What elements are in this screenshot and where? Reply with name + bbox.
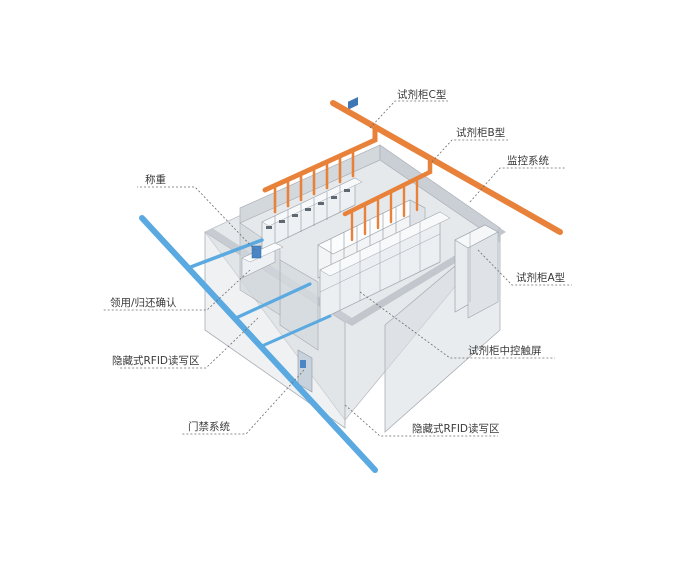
label-cabinet-c: 试剂柜C型 (397, 88, 446, 101)
leader-rfid-left (118, 317, 259, 369)
air-pipes (139, 215, 378, 473)
label-rfid-bottom: 隐藏式RFID读写区 (412, 422, 500, 435)
label-monitoring: 监控系统 (507, 154, 549, 167)
leader-cabinet-c (369, 100, 448, 129)
label-access-control: 门禁系统 (188, 420, 230, 433)
label-weighing: 称重 (145, 173, 166, 186)
label-rfid-left: 隐藏式RFID读写区 (112, 354, 200, 367)
label-cabinet-b: 试剂柜B型 (456, 126, 505, 139)
cabinet-row-c (261, 177, 363, 251)
door (297, 349, 313, 393)
leader-rfid-bottom (344, 404, 498, 437)
label-cabinet-a: 试剂柜A型 (516, 271, 565, 284)
cabinet-row-front (319, 97, 451, 321)
leader-cabinet-b (431, 139, 508, 163)
leader-monitoring (469, 167, 565, 203)
exhaust-pipes (262, 100, 563, 242)
cabinet-touchscreen (348, 97, 358, 110)
leader-access-control (182, 369, 305, 435)
label-touchscreen: 试剂柜中控触屏 (468, 344, 542, 357)
leader-cabinet-a (477, 249, 572, 286)
cabinet-a (454, 224, 499, 319)
leader-borrow-return (103, 269, 251, 311)
leader-touchscreen (359, 291, 555, 359)
leader-weighing (137, 186, 256, 251)
weighing-station (241, 242, 284, 279)
label-borrow-return: 领用/归还确认 (110, 296, 177, 309)
